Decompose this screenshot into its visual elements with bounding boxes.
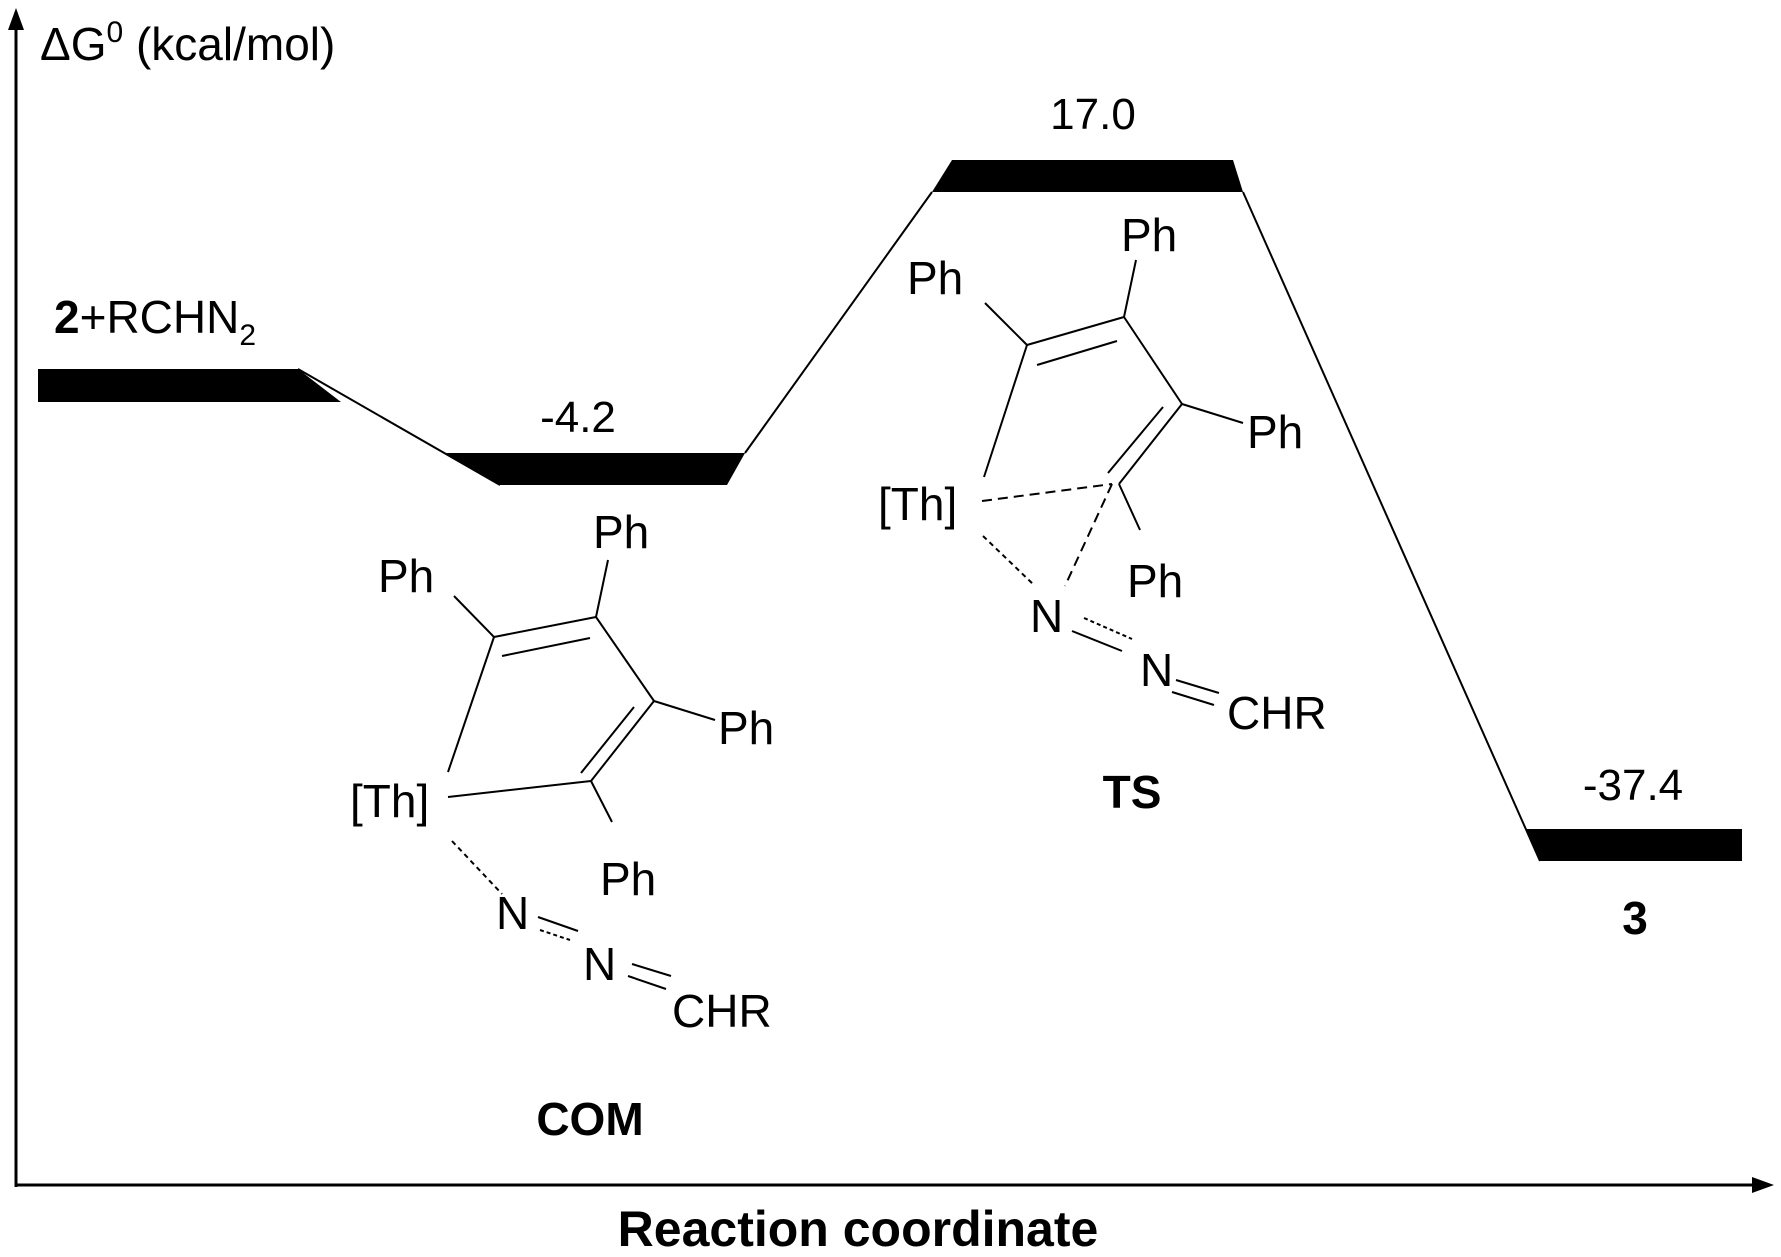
level-value-com: -4.2 [540, 393, 616, 442]
connector-reactants-com [297, 368, 501, 486]
ts-chr: CHR [1227, 687, 1327, 739]
connector-ts-product [1242, 191, 1541, 862]
ts-ph-right: Ph [1247, 406, 1303, 458]
ts-ph-bottom: Ph [1127, 555, 1183, 607]
connector-com-ts [744, 191, 933, 454]
level-bar-com [446, 453, 745, 485]
ts-ph-left: Ph [907, 252, 963, 304]
ts-n2: N [1140, 644, 1173, 696]
com-ph-left: Ph [378, 550, 434, 602]
y-axis-arrowhead [8, 8, 24, 30]
com-n1: N [496, 887, 529, 939]
structure-ts [981, 259, 1244, 706]
com-ph-right: Ph [718, 702, 774, 754]
level-bar-ts [932, 160, 1243, 192]
com-chr: CHR [672, 985, 772, 1037]
structure-com-labels: Ph Ph Ph Ph [Th] N N CHR [350, 506, 774, 1037]
x-axis-arrowhead [1752, 1177, 1774, 1193]
x-axis-label: Reaction coordinate [618, 1201, 1099, 1257]
com-ph-bottom: Ph [600, 853, 656, 905]
com-ph-top: Ph [593, 506, 649, 558]
species-name-product: 3 [1622, 892, 1648, 944]
level-label-reactants: 2+RCHN2 [54, 291, 256, 352]
y-axis-label: ΔG0 (kcal/mol) [40, 16, 335, 70]
species-name-com: COM [536, 1093, 643, 1145]
com-th: [Th] [350, 775, 429, 827]
ts-th: [Th] [878, 478, 957, 530]
level-value-product: -37.4 [1583, 761, 1683, 810]
ts-n1: N [1030, 590, 1063, 642]
level-bar-reactants [38, 369, 341, 402]
com-n2: N [583, 938, 616, 990]
ts-ph-top: Ph [1121, 209, 1177, 261]
level-bar-product [1526, 829, 1742, 861]
structure-com [447, 559, 716, 990]
species-name-ts: TS [1103, 766, 1162, 818]
level-value-ts: 17.0 [1050, 90, 1136, 139]
structure-ts-labels: Ph Ph Ph Ph [Th] N N CHR [878, 209, 1327, 739]
